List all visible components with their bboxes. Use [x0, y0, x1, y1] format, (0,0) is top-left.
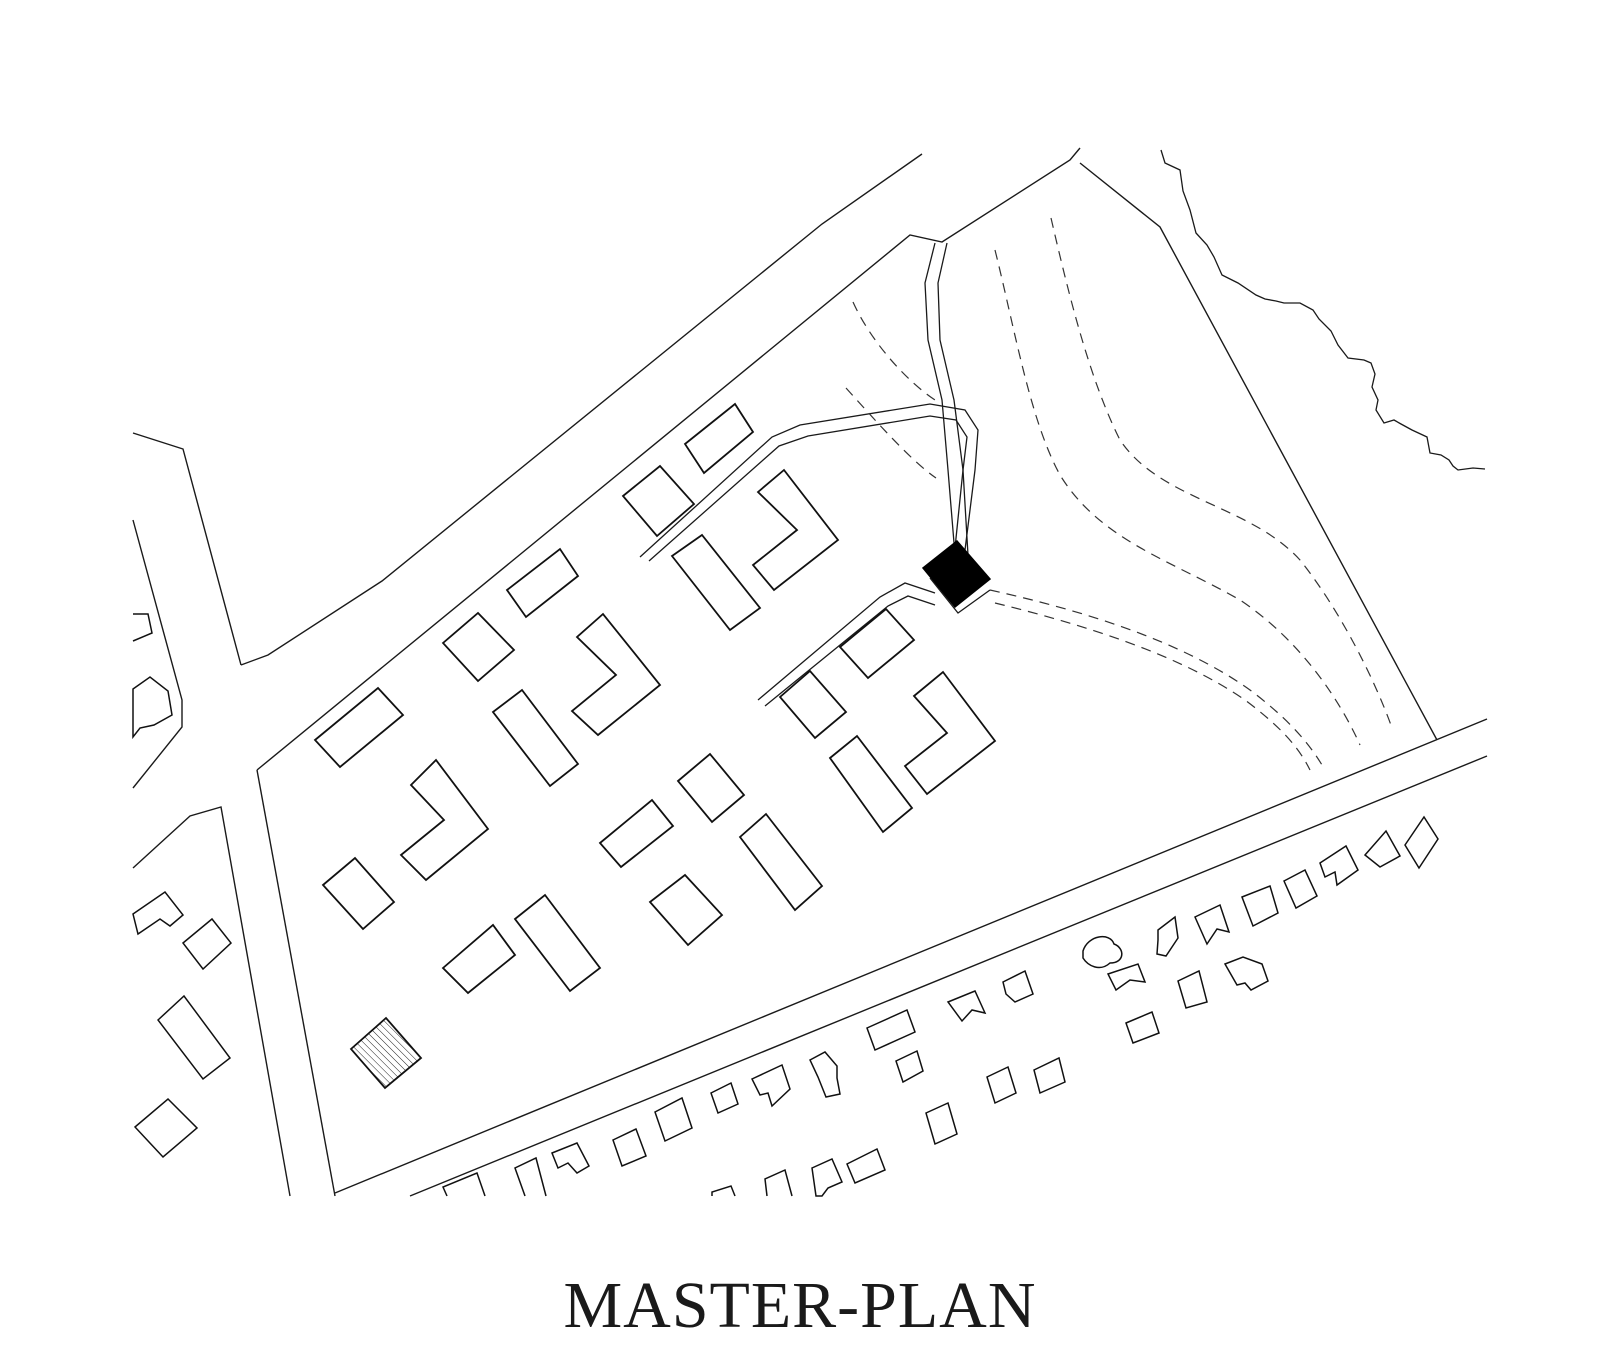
building-small [1194, 903, 1231, 946]
path-north-a [924, 242, 956, 556]
path-north-b [937, 242, 969, 556]
building-small [132, 890, 185, 936]
building [621, 464, 696, 538]
building-small [846, 1147, 886, 1184]
road-central-vertical [256, 769, 336, 1197]
building [513, 893, 602, 993]
river-outline [1160, 149, 1486, 471]
new-building [921, 539, 992, 609]
site-paths [639, 242, 979, 707]
building-small [156, 994, 232, 1081]
road-west-upper [132, 432, 242, 666]
road-site-north-edge [256, 147, 1081, 771]
building [321, 856, 396, 931]
contour-4 [1050, 217, 1393, 729]
existing-buildings [132, 613, 1439, 1197]
new-building-outline [929, 577, 991, 614]
building [738, 812, 824, 912]
path-branch-upper [639, 403, 979, 558]
building-small [1404, 815, 1439, 870]
building-small [1002, 969, 1034, 1003]
building [670, 533, 762, 632]
building-small [1283, 868, 1318, 910]
master-plan-drawing [132, 147, 1488, 1197]
contour-1 [852, 301, 936, 401]
road-site-east-edge [1079, 162, 1438, 741]
road-west-lower [132, 519, 183, 789]
contour-5 [989, 589, 1323, 766]
building [648, 873, 724, 947]
road-south-diagonal-1 [334, 718, 1488, 1194]
site-buildings [313, 402, 997, 1090]
building-small [710, 1081, 739, 1115]
building-small [1319, 844, 1359, 887]
contour-lines [845, 217, 1393, 771]
building-small [132, 676, 173, 740]
building-small [132, 613, 153, 642]
building-small [925, 1101, 958, 1146]
contour-3 [994, 249, 1361, 746]
building-small [1241, 885, 1279, 928]
focus-building [921, 539, 992, 614]
building-small [711, 1185, 736, 1197]
building-small [1106, 963, 1147, 992]
building-l [751, 468, 840, 592]
road-west-left [132, 806, 291, 1197]
contour-2 [845, 387, 937, 479]
path-branch-lower [757, 582, 936, 701]
building-small [514, 1156, 547, 1197]
building [505, 547, 580, 619]
path-branch-lower-2 [764, 595, 936, 707]
building-small [764, 1168, 793, 1197]
building-small [750, 1063, 791, 1108]
page-title: MASTER-PLAN [563, 1269, 1037, 1342]
building [491, 688, 580, 788]
building-small [1177, 969, 1208, 1009]
path-branch-upper-2 [648, 415, 968, 562]
building-cloud [1082, 935, 1123, 969]
building [598, 798, 675, 869]
building-small [181, 917, 233, 971]
road-north-diagonal [240, 153, 923, 666]
building-small [809, 1051, 841, 1098]
roads [132, 147, 1488, 1197]
building [683, 402, 755, 475]
building-small [612, 1127, 647, 1167]
building-small [133, 1097, 199, 1159]
building [441, 923, 517, 995]
building-small [654, 1096, 693, 1143]
building-small [895, 1049, 924, 1084]
building-l [903, 670, 997, 796]
building [838, 607, 916, 680]
building-small [1125, 1010, 1160, 1044]
building [778, 669, 848, 740]
building-small [986, 1065, 1017, 1105]
building [676, 752, 746, 824]
building-small [1033, 1056, 1066, 1095]
building-l [399, 758, 490, 882]
building-small [946, 990, 987, 1023]
building-small [866, 1008, 916, 1052]
hatched-building [349, 1016, 423, 1090]
road-south-diagonal-2 [409, 755, 1488, 1197]
building-small [442, 1172, 486, 1197]
building-l [570, 612, 662, 737]
building-small [1156, 915, 1179, 957]
building [828, 734, 914, 834]
building-small [1363, 829, 1402, 868]
building-small [1223, 956, 1269, 991]
building-small [551, 1142, 590, 1174]
contour-6 [994, 602, 1311, 771]
building-small [811, 1158, 843, 1197]
building [313, 686, 405, 769]
building [441, 611, 516, 683]
